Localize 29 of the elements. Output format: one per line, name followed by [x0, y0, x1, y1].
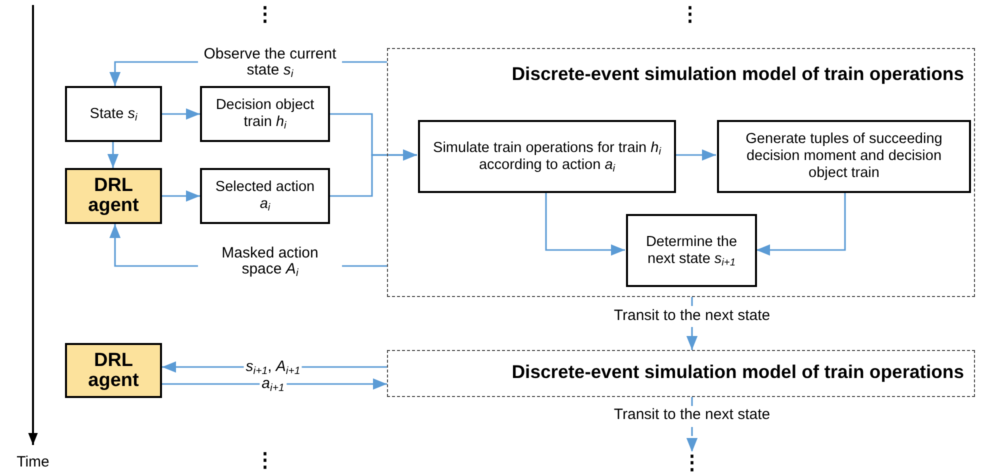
agent-box: DRL agent	[65, 343, 162, 398]
container-title: Discrete-event simulation model of train operations	[512, 361, 964, 382]
process-box: Simulate train operations for train h$_{i}$ according to action a$_{i}$	[418, 120, 676, 193]
axis-label: Time	[16, 454, 50, 470]
edge-label: Masked action space A$_{i}$	[198, 245, 342, 277]
process-box: Determine the next state s$_{i+1}$	[626, 214, 757, 287]
arrow	[107, 142, 119, 168]
arrow	[162, 108, 200, 120]
ellipsis-mark: ⋮	[255, 2, 275, 26]
process-box: Decision object train h$_{i}$	[200, 86, 330, 142]
edge-label: Transit to the next state	[612, 308, 772, 324]
process-box: Generate tuples of succeeding decision moment and decision object train	[717, 120, 971, 193]
arrow	[675, 149, 716, 161]
edge-label: Transit to the next state	[612, 407, 772, 423]
simulation-model-container	[387, 350, 975, 397]
process-box: Selected action a$_{i}$	[200, 168, 330, 224]
agent-box: DRL agent	[65, 168, 162, 224]
edge-label: Observe the current state s$_{i}$	[198, 46, 342, 78]
arrow	[162, 190, 200, 202]
edge-label: s$_{i+1}$, A$_{i+1}$	[244, 359, 302, 375]
ellipsis-mark: ⋮	[682, 452, 702, 474]
arrow	[756, 192, 846, 256]
ellipsis-mark: ⋮	[680, 2, 700, 26]
ellipsis-mark: ⋮	[255, 448, 275, 472]
container-title: Discrete-event simulation model of train operations	[512, 63, 964, 84]
simulation-model-container	[387, 48, 975, 297]
arrow	[545, 192, 625, 256]
process-box: State s$_{i}$	[65, 86, 162, 142]
arrow	[330, 149, 417, 197]
